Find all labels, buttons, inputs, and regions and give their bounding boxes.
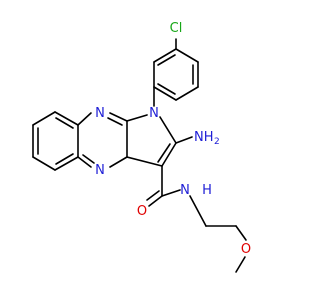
amine-nitrogen-label: NH — [194, 130, 214, 145]
pyrrole-nitrogen-label: N — [149, 106, 159, 121]
bond — [126, 156, 163, 167]
bond — [55, 153, 74, 165]
methoxyethyl-chain — [189, 195, 247, 273]
bond — [32, 156, 56, 171]
bond — [157, 143, 171, 163]
pyrazine-ring — [77, 112, 128, 168]
bond — [157, 83, 176, 95]
bond-c-o-double — [146, 190, 160, 201]
bond — [77, 156, 92, 168]
bond — [126, 114, 148, 122]
bond — [54, 111, 79, 126]
carboxamide — [146, 165, 181, 207]
molecule-drawing: Cl N NH 2 N N N H O O — [32, 21, 251, 273]
bond-c-n — [161, 189, 181, 197]
bond — [235, 225, 247, 241]
bond — [153, 48, 177, 63]
bond — [157, 54, 176, 66]
amide-hydrogen-label: H — [202, 183, 212, 198]
bond — [107, 117, 123, 126]
pyrazine-nitrogen-bottom-label: N — [95, 163, 105, 178]
bond — [159, 116, 177, 144]
bond — [77, 112, 92, 126]
bond — [82, 154, 95, 164]
bond — [55, 117, 74, 129]
amine-subscript: 2 — [214, 137, 220, 147]
benzo-ring — [32, 111, 79, 171]
bond — [32, 111, 56, 126]
chlorine-label: Cl — [170, 21, 183, 36]
bond — [189, 195, 207, 227]
bond — [109, 156, 128, 168]
pyrazine-nitrogen-top-label: N — [95, 106, 105, 121]
ether-oxygen-label: O — [241, 242, 251, 257]
bond-to-nh2 — [175, 136, 193, 144]
bond — [235, 256, 246, 273]
bond — [54, 156, 79, 171]
bond — [175, 48, 199, 63]
bond — [175, 86, 199, 101]
bond — [153, 86, 177, 101]
pyrrole-ring — [126, 114, 177, 167]
bond-c-o — [148, 195, 163, 207]
bond — [109, 112, 128, 122]
bond — [161, 142, 177, 167]
chlorophenyl-ring — [153, 38, 199, 101]
structure-canvas: Cl N NH 2 N N N H O O — [32, 21, 252, 273]
amide-nitrogen-label: N — [180, 183, 190, 198]
carbonyl-oxygen-label: O — [137, 204, 147, 219]
